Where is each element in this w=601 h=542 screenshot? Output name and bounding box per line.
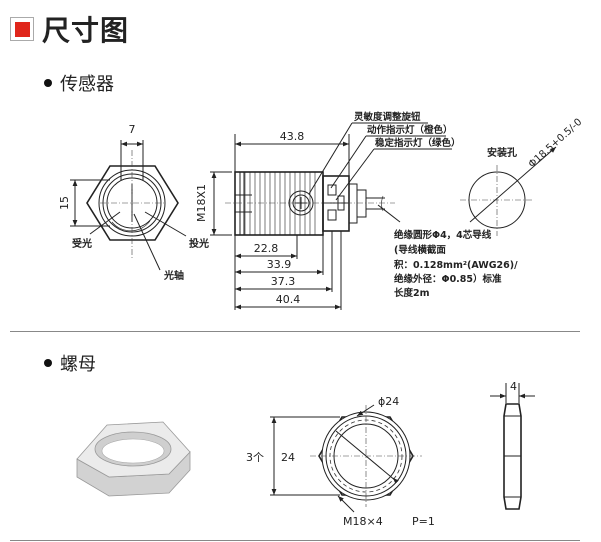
dim-43-8: 43.8 [280,130,305,143]
bottom-divider [10,540,580,541]
dim-22-8: 22.8 [254,242,279,255]
optical-axis-label: 光轴 [163,269,184,282]
page-title: 尺寸图 [42,14,130,47]
nut-height-label: 24 [281,451,295,464]
thread-label: M18X1 [195,184,208,222]
cable-note-line-2: (导线横截面 [394,244,446,256]
mount-hole-label: 安装孔 [487,146,517,159]
red-square-icon [10,17,34,41]
cable-note-line-4: 绝缘外径：Φ0.85）标准 [394,273,502,285]
section-nut-heading: 螺母 [44,350,96,376]
knob-callout: 灵敏度调整旋钮 [353,111,421,123]
sensor-side-view: M18X1 43.8 22.8 33.9 37.3 40.4 灵敏度调整旋钮 动… [195,111,518,310]
mount-hole-view: 安装孔 Φ18.5+0.5/-0 [460,117,584,236]
nut-count-label: 3个 [246,451,264,464]
nut-front-view: ϕ24 3个 24 M18×4 P=1 [246,395,435,528]
emitter-label: 投光 [189,237,209,250]
nut-side-view: 4 [490,380,535,510]
cable-note-line-5: 长度2m [394,287,430,299]
nut-diameter-label: ϕ24 [378,395,399,408]
cable-note-line-1: 绝缘圆形Φ4，4芯导线 [394,229,492,241]
action-led-callout: 动作指示灯（橙色） [367,124,453,136]
page-header: 尺寸图 [10,10,129,48]
section-divider [10,331,580,332]
sensor-front-view: 7 15 受光 投光 光轴 [58,123,209,282]
nut-perspective-view [76,421,191,497]
dim-40-4: 40.4 [276,293,301,306]
dim-37-3: 37.3 [271,275,296,288]
front-height-label: 15 [58,196,71,210]
cable-note-line-3: 积：0.128mm²(AWG26)/ [394,259,518,271]
section-sensor-heading: 传感器 [44,70,114,96]
nut-thickness-label: 4 [510,380,517,393]
nut-thread-label: M18×4 [343,515,383,528]
front-width-label: 7 [129,123,136,136]
section-sensor-label: 传感器 [60,74,114,95]
bullet-icon [44,79,52,87]
bullet-icon [44,359,52,367]
receiver-label: 受光 [72,237,92,250]
stable-led-callout: 稳定指示灯（绿色） [375,137,461,149]
section-nut-label: 螺母 [60,354,96,375]
nut-pitch-label: P=1 [412,515,435,528]
dim-33-9: 33.9 [267,258,292,271]
mount-hole-dim: Φ18.5+0.5/-0 [527,117,585,171]
